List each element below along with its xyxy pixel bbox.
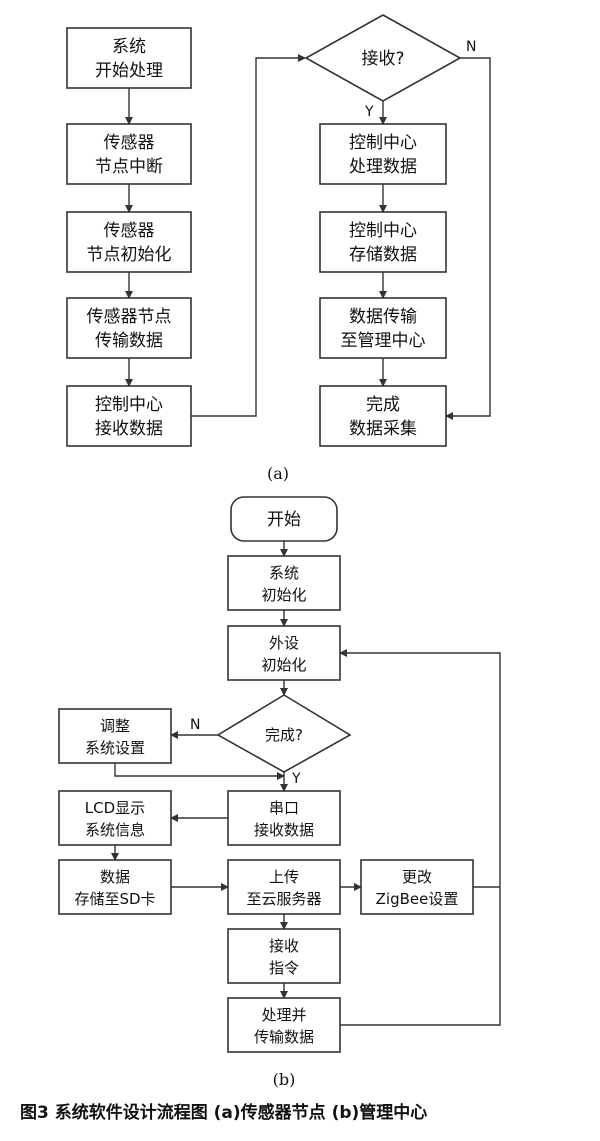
b-box-adjust-settings-line2: 系统设置 [85, 739, 145, 757]
b-arrow-adjust-return [114, 763, 285, 780]
a-box-sensor-init: 传感器 节点初始化 [66, 211, 192, 273]
b-box-process-transmit-line1: 处理并 [261, 1006, 306, 1024]
b-box-zigbee-settings: 更改 ZigBee设置 [360, 859, 474, 915]
a-connector-to-decision [191, 54, 306, 417]
a-box-data-to-management-line1: 数据传输 [349, 307, 417, 327]
b-box-system-init-line2: 初始化 [261, 586, 306, 604]
b-yes-label: Y [291, 771, 301, 787]
a-decision-receive: 接收? [304, 14, 462, 102]
b-box-receive-command-line1: 接收 [269, 937, 299, 955]
a-box-data-to-management: 数据传输 至管理中心 [319, 297, 447, 359]
b-box-serial-receive-line2: 接收数据 [254, 821, 314, 839]
a-box-sensor-init-line1: 传感器 [104, 221, 155, 241]
figure-caption: 图3 系统软件设计流程图 (a)传感器节点 (b)管理中心 [20, 1102, 427, 1123]
b-box-process-transmit: 处理并 传输数据 [227, 997, 341, 1053]
a-yes-label: Y [364, 104, 374, 120]
b-decision-label: 完成? [265, 726, 303, 744]
b-box-lcd-display-line1: LCD显示 [85, 799, 145, 817]
a-box-complete-collection-line2: 数据采集 [349, 419, 417, 439]
b-box-store-sd-line2: 存储至SD卡 [74, 890, 155, 908]
b-start-label: 开始 [267, 510, 301, 530]
b-no-label: N [190, 717, 200, 733]
a-no-label: N [466, 39, 476, 55]
a-box-control-store: 控制中心 存储数据 [319, 211, 447, 273]
caption-b: (b) [273, 1070, 296, 1089]
b-box-receive-command: 接收 指令 [227, 928, 341, 984]
a-box-complete-collection: 完成 数据采集 [319, 385, 447, 447]
a-box-control-receive: 控制中心 接收数据 [66, 385, 192, 447]
a-box-control-process-line1: 控制中心 [349, 133, 417, 153]
b-box-peripheral-init-line2: 初始化 [261, 656, 306, 674]
diagram-a: 系统 开始处理 传感器 节点中断 传感器 节点初始化 传感器节点 传输数据 控制… [66, 14, 491, 483]
b-box-upload-cloud-line1: 上传 [269, 868, 299, 886]
caption-a: (a) [267, 464, 289, 483]
b-arrow-loop-back [339, 649, 501, 1026]
a-box-data-to-management-line2: 至管理中心 [341, 331, 426, 351]
b-box-peripheral-init: 外设 初始化 [227, 625, 341, 681]
b-box-system-init: 系统 初始化 [227, 555, 341, 611]
b-box-zigbee-settings-line1: 更改 [402, 868, 432, 886]
a-box-sensor-transmit: 传感器节点 传输数据 [66, 297, 192, 359]
b-start: 开始 [230, 496, 338, 542]
b-box-upload-cloud-line2: 至云服务器 [246, 890, 321, 908]
a-box-control-store-line1: 控制中心 [349, 221, 417, 241]
a-box-system-start-line2: 开始处理 [95, 61, 163, 81]
a-arrow-no-branch [445, 57, 491, 420]
b-box-adjust-settings: 调整 系统设置 [58, 708, 172, 764]
b-box-serial-receive-line1: 串口 [269, 799, 299, 817]
a-box-sensor-transmit-line1: 传感器节点 [87, 307, 172, 327]
a-box-sensor-init-line2: 节点初始化 [87, 245, 172, 265]
b-box-system-init-line1: 系统 [269, 564, 299, 582]
b-box-store-sd-line1: 数据 [100, 868, 130, 886]
b-box-lcd-display-line2: 系统信息 [85, 821, 145, 839]
a-box-system-start: 系统 开始处理 [66, 27, 192, 89]
a-box-control-process: 控制中心 处理数据 [319, 123, 447, 185]
diagram-b: 开始 系统 初始化 外设 初始化 完成? N Y 调整 系统设置 串口 接收数据 [58, 496, 501, 1089]
a-box-control-receive-line1: 控制中心 [95, 395, 163, 415]
a-box-control-process-line2: 处理数据 [349, 157, 417, 177]
b-box-adjust-settings-line1: 调整 [100, 717, 130, 735]
b-box-serial-receive: 串口 接收数据 [227, 790, 341, 846]
b-box-lcd-display: LCD显示 系统信息 [58, 790, 172, 846]
a-decision-label: 接收? [361, 49, 404, 69]
a-box-sensor-interrupt-line1: 传感器 [104, 133, 155, 153]
b-box-upload-cloud: 上传 至云服务器 [227, 859, 341, 915]
a-box-sensor-transmit-line2: 传输数据 [95, 331, 163, 351]
a-box-system-start-line1: 系统 [112, 37, 146, 57]
b-box-store-sd: 数据 存储至SD卡 [58, 859, 172, 915]
a-box-complete-collection-line1: 完成 [366, 395, 400, 415]
a-box-control-receive-line2: 接收数据 [95, 419, 163, 439]
b-decision-complete: 完成? [216, 694, 352, 773]
b-box-zigbee-settings-line2: ZigBee设置 [376, 890, 459, 908]
a-box-sensor-interrupt: 传感器 节点中断 [66, 123, 192, 185]
a-box-sensor-interrupt-line2: 节点中断 [95, 157, 163, 177]
b-box-receive-command-line2: 指令 [269, 959, 299, 977]
b-box-process-transmit-line2: 传输数据 [254, 1028, 314, 1046]
b-box-peripheral-init-line1: 外设 [269, 634, 299, 652]
a-box-control-store-line2: 存储数据 [349, 245, 417, 265]
